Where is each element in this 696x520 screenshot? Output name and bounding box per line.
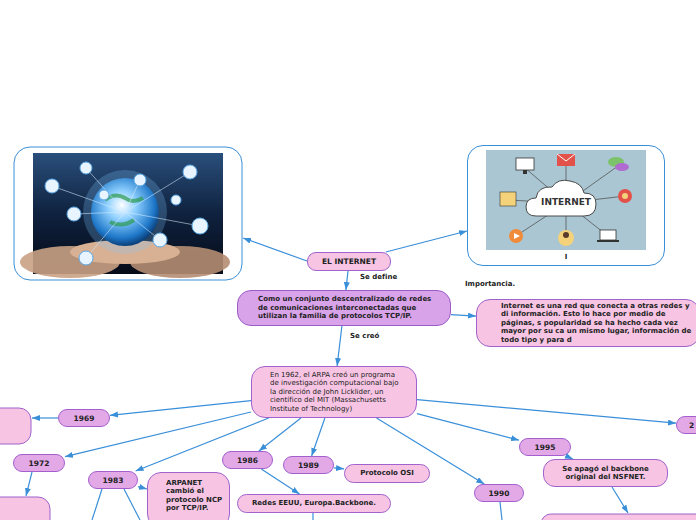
cropped-box bbox=[0, 408, 31, 444]
connector-arrow bbox=[110, 401, 251, 416]
year-pill: 2 bbox=[676, 416, 696, 434]
edge-label: Se define bbox=[360, 274, 397, 281]
edge-label: Se creó bbox=[350, 333, 379, 340]
year-pill: 1989 bbox=[283, 456, 334, 474]
event-box: Redes EEUU, Europa.Backbone. bbox=[237, 494, 391, 513]
connector-arrow bbox=[138, 487, 147, 489]
connector-arrow bbox=[346, 271, 348, 290]
node-text: Redes EEUU, Europa.Backbone. bbox=[252, 499, 376, 507]
year-pill: 1983 bbox=[88, 471, 138, 489]
node-text: I bbox=[565, 253, 568, 261]
node-text: Como un conjunto descentralizado de rede… bbox=[258, 295, 436, 320]
node-text: 1983 bbox=[103, 476, 124, 485]
photo-illustration bbox=[20, 153, 230, 278]
connector-arrow bbox=[451, 315, 476, 317]
leader-arrow bbox=[243, 238, 307, 261]
central-topic: EL INTERNET bbox=[307, 252, 391, 271]
leader-lines bbox=[26, 418, 628, 520]
year-pill: 1990 bbox=[474, 484, 524, 502]
event-box: ARPANET cambió el protocolo NCP por TCP/… bbox=[147, 472, 230, 520]
connector-arrow bbox=[312, 418, 325, 456]
cropped-box bbox=[0, 497, 50, 520]
node-text: EL INTERNET bbox=[322, 257, 376, 266]
year-pill: 1995 bbox=[519, 438, 571, 456]
year-pill: 1986 bbox=[222, 451, 273, 469]
node-text: 2 bbox=[689, 421, 696, 430]
node-text: 1990 bbox=[489, 489, 510, 498]
image-frame bbox=[14, 147, 242, 280]
topic-box: Internet es una red que conecta a otras … bbox=[476, 299, 696, 347]
connector-arrow bbox=[65, 412, 251, 457]
connector-arrow bbox=[334, 468, 344, 469]
node-text: Se apagó el backbone original del NSFNET… bbox=[550, 465, 661, 482]
year-pill: 1972 bbox=[13, 454, 65, 472]
node-text: ARPANET cambió el protocolo NCP por TCP/… bbox=[166, 479, 225, 513]
edge-label: Importancia. bbox=[465, 281, 515, 288]
node-text: 1969 bbox=[74, 414, 95, 423]
node-text: 1972 bbox=[29, 459, 50, 468]
connector-arrow bbox=[417, 400, 676, 424]
cropped-box bbox=[541, 514, 696, 520]
connector-arrow bbox=[337, 326, 342, 366]
topic-box: Como un conjunto descentralizado de rede… bbox=[237, 290, 451, 326]
event-box: Se apagó el backbone original del NSFNET… bbox=[543, 459, 668, 487]
node-text: 1986 bbox=[237, 456, 258, 465]
node-text: Internet es una red que conecta a otras … bbox=[501, 302, 696, 344]
event-box: Protocolo OSI bbox=[344, 464, 430, 483]
node-text: En 1962, el ARPA creó un programa de inv… bbox=[270, 371, 404, 413]
connector-arrow bbox=[417, 414, 519, 441]
topic-box: En 1962, el ARPA creó un programa de inv… bbox=[251, 366, 417, 418]
connector-arrow bbox=[259, 418, 301, 451]
illustration-label: INTERNET bbox=[538, 198, 594, 207]
node-text: 1995 bbox=[535, 443, 556, 452]
connector-arrow bbox=[136, 418, 269, 471]
node-text: Protocolo OSI bbox=[360, 469, 414, 477]
year-pill: 1969 bbox=[58, 409, 110, 427]
node-text: 1989 bbox=[298, 461, 319, 470]
connector-arrow bbox=[386, 231, 467, 252]
